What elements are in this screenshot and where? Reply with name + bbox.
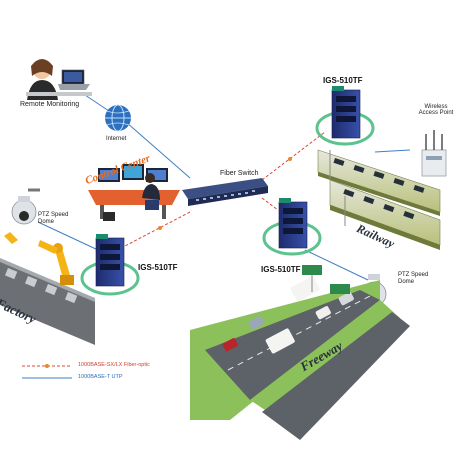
legend-utp-label: 1000BASE-T UTP: [78, 375, 123, 381]
fiber-link-switch-mid: [262, 198, 278, 210]
utp-link-ap-railway: [375, 150, 410, 152]
fiber-switch-label: Fiber Switch: [220, 170, 259, 177]
remote-monitoring-station: [26, 59, 92, 100]
fiber-link-switch-left: [125, 212, 190, 246]
fiber-link-switch-top: [262, 132, 325, 180]
igs-switch-mid: [264, 198, 320, 254]
wireless-ap-label: Wireless Access Point: [416, 104, 456, 117]
igs-top-label: IGS-510TF: [323, 77, 363, 85]
legend: [22, 364, 72, 378]
freeway-scene: [190, 265, 410, 440]
ptz-left-label-line1: PTZ Speed: [38, 212, 68, 218]
factory-scene: [0, 232, 95, 345]
igs-switch-top: [317, 86, 373, 144]
legend-fiber-label: 1000BASE-SX/LX Fiber-optic: [78, 363, 150, 369]
ptz-left-label-line2: Dome: [38, 219, 54, 225]
fiber-switch-device: [182, 178, 268, 206]
igs-mid-label: IGS-510TF: [261, 266, 301, 274]
ptz-camera-left-icon: [12, 190, 40, 224]
remote-monitoring-label: Remote Monitoring: [20, 101, 79, 108]
igs-switch-left: [82, 234, 138, 294]
wireless-access-point-device: [422, 130, 446, 176]
internet-globe-icon: [105, 105, 131, 131]
internet-label: Internet: [106, 136, 126, 142]
igs-left-label: IGS-510TF: [138, 264, 178, 272]
ptz-right-label-line1: PTZ Speed: [398, 272, 428, 278]
ptz-right-label-line2: Dome: [398, 279, 414, 285]
